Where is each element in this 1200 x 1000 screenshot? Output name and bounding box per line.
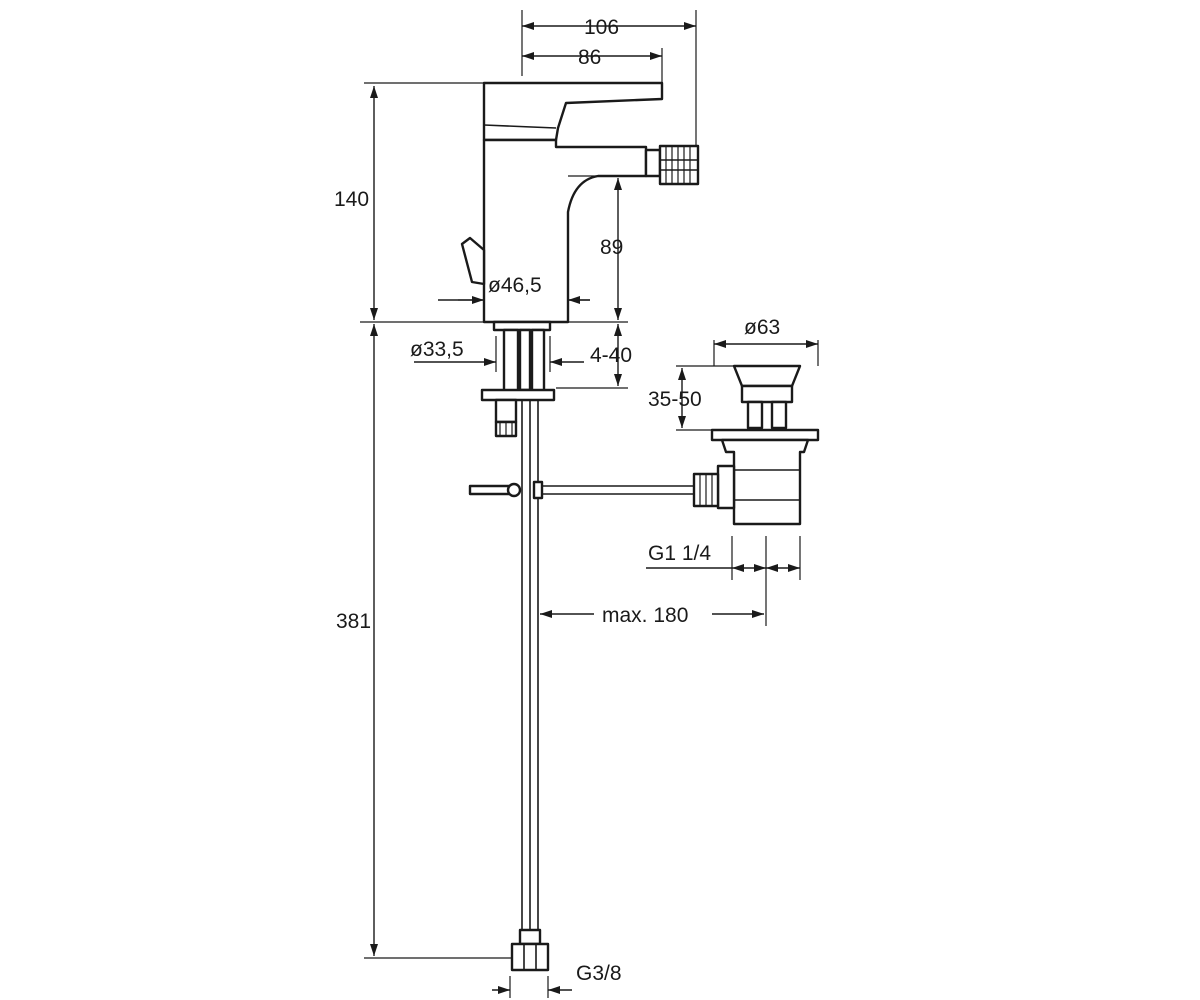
label-deck-range: 4-40: [590, 344, 632, 367]
label-hose-length: 381: [336, 610, 371, 633]
label-rod-reach: max. 180: [602, 604, 688, 627]
mixer-assembly: [460, 81, 700, 972]
pop-up-waste: [692, 364, 820, 526]
dimension-lines: [360, 10, 819, 998]
dimension-labels: 106 86 140 89 ø46,5 ø33,5 4-40 ø63 35-50…: [334, 16, 780, 985]
label-hose-thread: G3/8: [576, 962, 622, 985]
label-dia-waste: ø63: [744, 316, 780, 339]
label-width-overall: 106: [584, 16, 619, 39]
label-height-body: 140: [334, 188, 369, 211]
label-waste-range: 35-50: [648, 388, 702, 411]
pull-rod: [468, 480, 694, 500]
mixer-body: [482, 138, 648, 324]
label-dia-body: ø46,5: [488, 274, 542, 297]
label-waste-thread: G1 1/4: [648, 542, 711, 565]
label-dia-hole: ø33,5: [410, 338, 464, 361]
fixing-assembly: [480, 320, 556, 438]
lever-handle: [482, 81, 664, 142]
label-height-spout: 89: [600, 236, 623, 259]
spout-aerator: [644, 144, 700, 186]
waste-rod-nut: [692, 472, 720, 508]
hose-connector: [510, 928, 550, 972]
waste-body: [720, 438, 810, 526]
label-width-lever: 86: [578, 46, 601, 69]
pop-up-knob: [460, 236, 486, 286]
waste-plug: [732, 364, 802, 388]
waste-flange: [710, 428, 820, 442]
